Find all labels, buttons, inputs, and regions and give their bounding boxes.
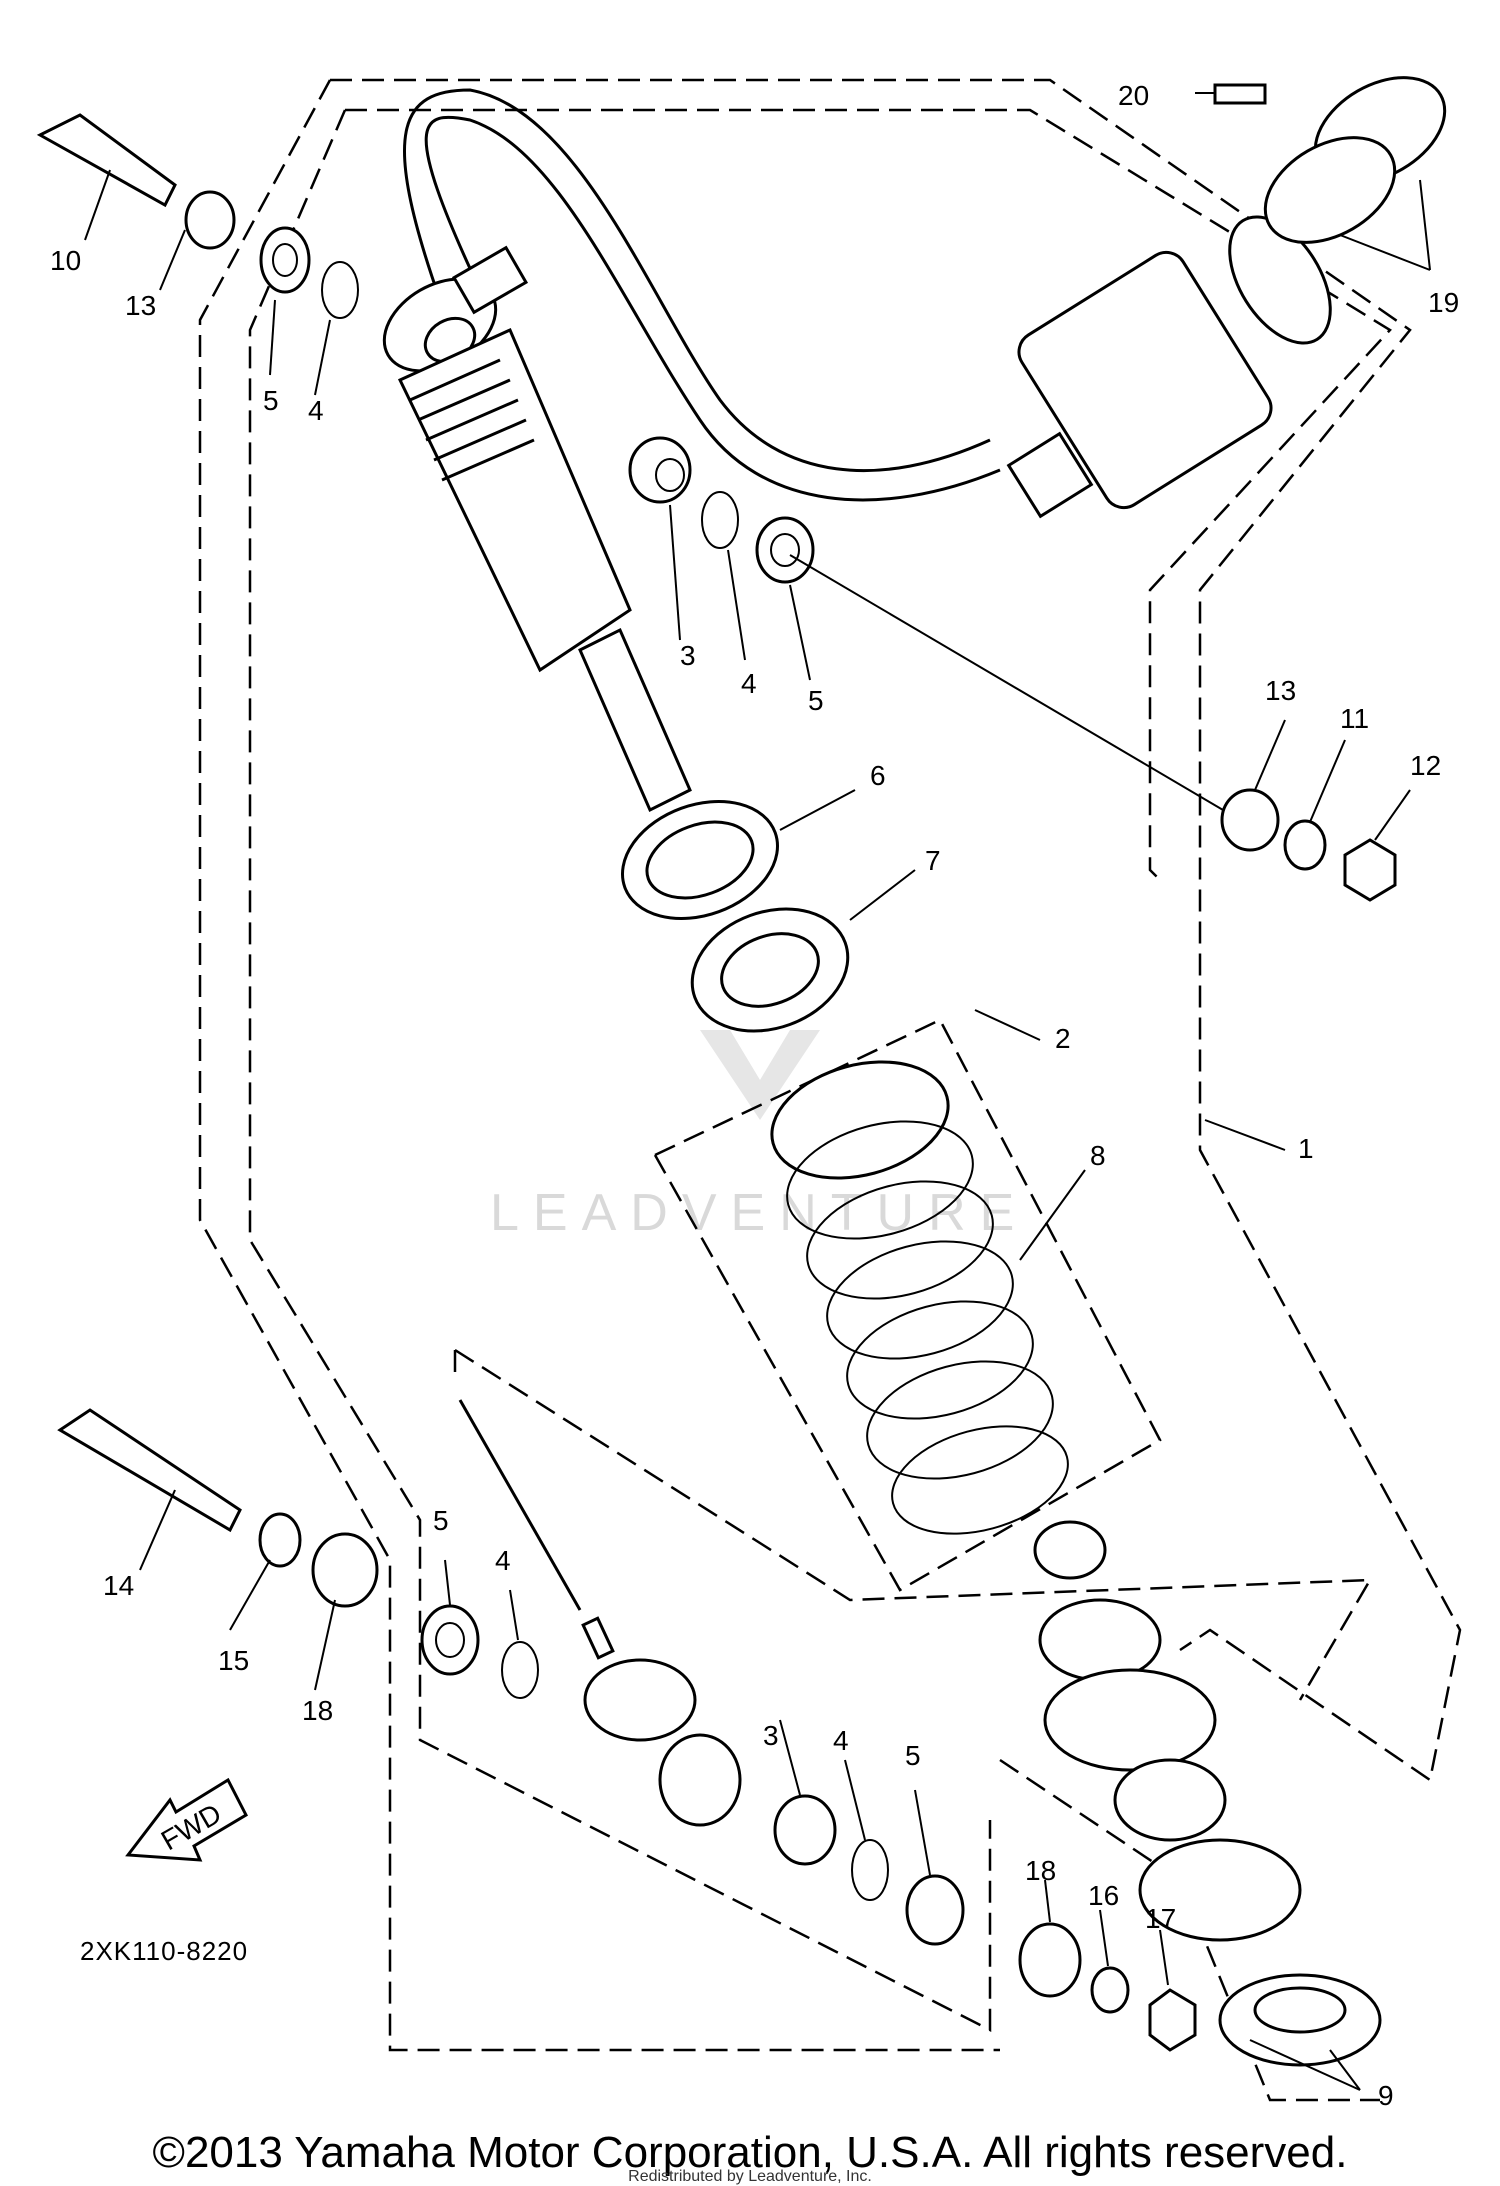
circlip-4-lower-left [501,1641,539,1699]
callout-14: 14 [103,1570,134,1601]
callout-12: 12 [1410,750,1441,781]
callout-6: 6 [870,760,886,791]
callout-13-right: 13 [1265,675,1296,706]
callout-15: 15 [218,1645,249,1676]
callout-3-lower: 3 [763,1720,779,1751]
callout-18-right: 18 [1025,1855,1056,1886]
oil-seal-5-lower-left [420,1604,480,1676]
callout-4-upper-left: 4 [308,395,324,426]
callout-4-lower-left: 4 [495,1545,511,1576]
oil-seal-5-upper [755,516,815,584]
watermark: LEADVENTURE [490,1030,1028,1242]
callout-7: 7 [925,845,941,876]
redistribution-note: Redistributed by Leadventure, Inc. [628,2168,872,2185]
spring-bracket-outline [653,1018,1162,1592]
shock-absorber-body [382,245,692,813]
bearing-3-lower [773,1794,837,1866]
nut-17 [1148,1988,1197,2052]
lower-clevis [583,1658,742,1827]
assembly-outline-2 [248,108,1392,2033]
washer-15 [258,1512,302,1568]
leader-lines [84,92,1431,2091]
bolt-20 [1213,83,1267,105]
callout-4-lower: 4 [833,1725,849,1756]
callout-16: 16 [1088,1880,1119,1911]
lock-ring-6 [621,800,779,920]
rubber-stop-9 [1218,1973,1382,2067]
callout-4-upper: 4 [741,668,757,699]
lock-ring-7 [690,907,850,1033]
collar-13-right [1220,788,1280,852]
watermark-text: LEADVENTURE [490,1184,1028,1242]
collar-13-upper [184,190,236,250]
callout-5-upper-left: 5 [263,385,279,416]
nut-12 [1343,838,1397,902]
diagram-code: 2XK110-8220 [80,1936,248,1966]
spring-8 [770,1060,1069,1535]
collar-18-right [1018,1922,1082,1998]
callout-1: 1 [1298,1133,1314,1164]
oil-seal-5-upper-left [259,226,311,294]
callout-2: 2 [1055,1023,1071,1054]
lower-bracket-outline [453,1348,1373,1701]
callout-5-lower: 5 [905,1740,921,1771]
oil-seal-5-lower [905,1874,965,1946]
pin-rod [458,1399,615,1660]
callout-3-upper: 3 [680,640,696,671]
callout-11: 11 [1340,703,1369,734]
circlip-4-upper [701,491,739,549]
callout-5-upper: 5 [808,685,824,716]
circlip-4-lower [851,1839,889,1901]
collar-18-left [311,1532,379,1608]
callout-20: 20 [1118,80,1149,111]
callout-19: 19 [1428,287,1459,318]
bracket-19 [1263,76,1447,244]
assembly-outline-1 [198,78,1462,2052]
rubber-stop-outline [999,1758,1380,2102]
callout-8: 8 [1090,1140,1106,1171]
spring-seat-stack [1033,1520,1302,1942]
washer-16 [1090,1966,1130,2014]
fwd-arrow: FWD [125,1777,248,1862]
bearing-3-upper [628,436,692,504]
bolt-10 [36,113,177,208]
callout-labels: 1 2 3 3 4 4 4 4 5 5 5 5 6 7 8 9 10 11 12… [50,80,1459,2111]
callout-13-upper: 13 [125,290,156,321]
washer-11 [1283,819,1327,871]
callout-10: 10 [50,245,81,276]
callout-17: 17 [1145,1903,1176,1934]
copyright-notice: ©2013 Yamaha Motor Corporation, U.S.A. A… [152,2128,1348,2177]
callout-5-lower-left: 5 [433,1505,449,1536]
callout-18-left: 18 [302,1695,333,1726]
axis-line-upper [789,554,1241,821]
reservoir-assembly [403,88,1332,519]
callout-9: 9 [1378,2080,1394,2111]
bolt-14 [57,1408,242,1533]
circlip-4-upper-left [321,261,359,319]
